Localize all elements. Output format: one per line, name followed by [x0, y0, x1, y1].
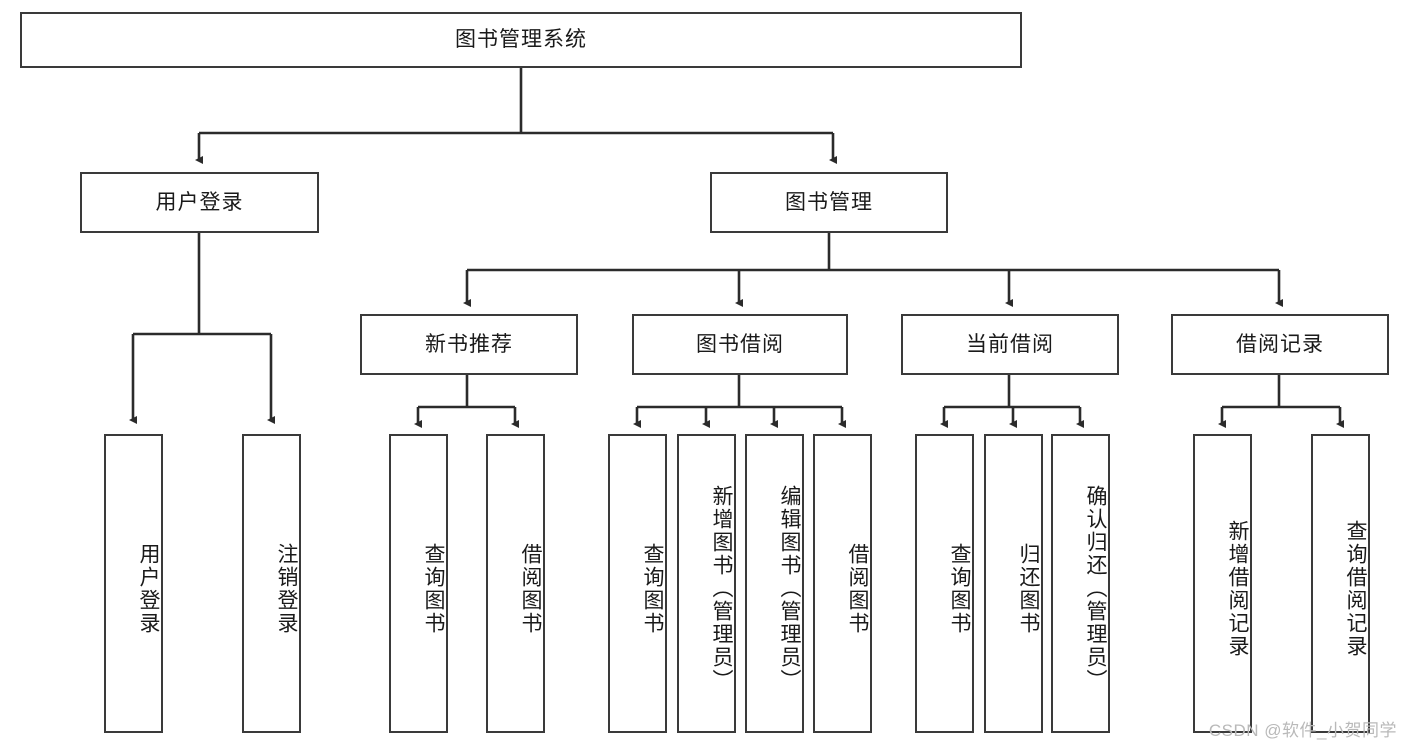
node-label: 归还图书 [1017, 542, 1040, 635]
node-label: 查询图书 [422, 542, 445, 635]
node-label: 查询借阅记录 [1344, 519, 1367, 658]
node-label: 图书管理系统 [455, 28, 587, 52]
node-book-management[interactable]: 图书管理 [710, 172, 948, 233]
node-label: 图书管理 [785, 190, 873, 214]
node-label: 查询图书 [641, 542, 664, 635]
node-label: 借阅图书 [519, 542, 542, 635]
node-label: 用户登录 [155, 190, 244, 214]
leaf-query-book-borrow[interactable]: 查询图书 [608, 434, 667, 733]
node-label: 当前借阅 [966, 332, 1054, 356]
node-label: 编辑图书（管理员） [778, 485, 801, 692]
leaf-logout-login[interactable]: 注销登录 [242, 434, 301, 733]
node-current-borrowing[interactable]: 当前借阅 [901, 314, 1119, 375]
csdn-watermark: CSDN @软件_小贺同学 [1208, 721, 1397, 740]
leaf-borrow-book[interactable]: 借阅图书 [813, 434, 872, 733]
node-book-borrowing[interactable]: 图书借阅 [632, 314, 848, 375]
node-label: 注销登录 [275, 542, 298, 635]
node-label: 借阅图书 [846, 542, 869, 635]
leaf-add-book-admin[interactable]: 新增图书（管理员） [677, 434, 736, 733]
leaf-query-borrow-record[interactable]: 查询借阅记录 [1311, 434, 1370, 733]
node-user-login[interactable]: 用户登录 [80, 172, 319, 233]
node-label: 新书推荐 [425, 332, 513, 356]
leaf-query-book-current[interactable]: 查询图书 [915, 434, 974, 733]
node-label: 用户登录 [137, 542, 160, 635]
leaf-borrow-book-newbook[interactable]: 借阅图书 [486, 434, 545, 733]
leaf-query-book-newbook[interactable]: 查询图书 [389, 434, 448, 733]
leaf-return-book[interactable]: 归还图书 [984, 434, 1043, 733]
leaf-user-login[interactable]: 用户登录 [104, 434, 163, 733]
node-root-book-management-system[interactable]: 图书管理系统 [20, 12, 1022, 68]
node-label: 新增借阅记录 [1226, 519, 1249, 658]
node-label: 确认归还（管理员） [1084, 485, 1107, 692]
node-label: 图书借阅 [696, 332, 784, 356]
node-new-book-recommendation[interactable]: 新书推荐 [360, 314, 578, 375]
node-label: 新增图书（管理员） [710, 485, 733, 692]
leaf-edit-book-admin[interactable]: 编辑图书（管理员） [745, 434, 804, 733]
node-label: 借阅记录 [1236, 332, 1324, 356]
leaf-confirm-return-admin[interactable]: 确认归还（管理员） [1051, 434, 1110, 733]
node-borrowing-records[interactable]: 借阅记录 [1171, 314, 1389, 375]
node-label: 查询图书 [948, 542, 971, 635]
leaf-add-borrow-record[interactable]: 新增借阅记录 [1193, 434, 1252, 733]
